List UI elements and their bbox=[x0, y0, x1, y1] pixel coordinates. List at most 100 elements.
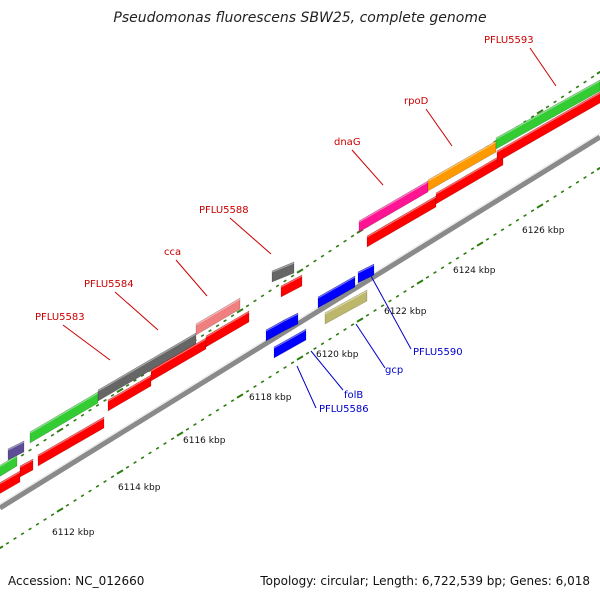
inner-tick-mark bbox=[230, 399, 235, 403]
gene-label-pflu5583[interactable]: PFLU5583 bbox=[35, 312, 85, 323]
gene-label-pflu5590[interactable]: PFLU5590 bbox=[413, 347, 463, 358]
outer-tick-mark bbox=[56, 427, 64, 433]
gene-purple-highlight bbox=[7, 441, 25, 451]
outer-tick-mark bbox=[560, 95, 565, 99]
inner-tick-mark bbox=[80, 494, 85, 498]
cds-red-10-highlight bbox=[496, 92, 600, 153]
inner-tick-mark bbox=[20, 532, 25, 536]
gene-label-pflu5586[interactable]: PFLU5586 bbox=[319, 404, 369, 415]
gene-label-cca[interactable]: cca bbox=[164, 247, 181, 258]
outer-tick-mark bbox=[116, 387, 124, 394]
gene-label-rpod[interactable]: rpoD bbox=[404, 96, 429, 107]
inner-tick-mark bbox=[245, 389, 250, 393]
cds-red-6 bbox=[205, 310, 250, 348]
inner-tick-mark bbox=[73, 499, 77, 502]
outer-tick-mark bbox=[28, 448, 32, 452]
outer-tick-mark bbox=[43, 438, 47, 442]
inner-tick-mark bbox=[65, 503, 70, 507]
outer-tick-mark bbox=[140, 373, 145, 377]
cds-red-4 bbox=[107, 374, 152, 412]
outer-tick-mark bbox=[236, 308, 244, 314]
scale-label-6112: 6112 kbp bbox=[52, 528, 95, 538]
inner-tick-mark bbox=[590, 171, 595, 175]
gene-gray-small bbox=[271, 261, 295, 283]
inner-tick-mark bbox=[140, 456, 145, 460]
inner-tick-mark bbox=[523, 214, 527, 217]
outer-tick-mark bbox=[596, 70, 600, 75]
inner-tick-mark bbox=[500, 228, 505, 232]
cds-red-2-highlight bbox=[19, 459, 34, 468]
gene-label-folb[interactable]: folB bbox=[344, 390, 363, 401]
inner-tick-mark bbox=[515, 218, 520, 222]
inner-tick-mark bbox=[290, 361, 295, 365]
inner-tick-mark bbox=[283, 366, 287, 369]
gene-magenta bbox=[358, 180, 429, 233]
gene-label-dnag[interactable]: dnaG bbox=[334, 137, 361, 148]
inner-tick-mark bbox=[440, 266, 445, 270]
inner-tick-mark bbox=[416, 279, 424, 285]
gene-green-left-highlight bbox=[0, 455, 18, 468]
scale-label-6122: 6122 kbp bbox=[384, 307, 427, 317]
inner-tick-mark bbox=[380, 304, 385, 308]
inner-tick-mark bbox=[56, 507, 64, 513]
inner-tick-mark bbox=[536, 203, 544, 209]
inner-tick-mark bbox=[388, 299, 392, 303]
inner-tick-mark bbox=[223, 404, 227, 407]
outer-tick-mark bbox=[95, 403, 100, 407]
cds-red-10 bbox=[496, 91, 600, 163]
gene-blue-2-highlight bbox=[283, 313, 299, 322]
inner-tick-mark bbox=[95, 484, 100, 488]
inner-tick-mark bbox=[260, 380, 265, 384]
gene-label-pflu5584[interactable]: PFLU5584 bbox=[84, 279, 134, 290]
inner-tick-mark bbox=[5, 541, 10, 545]
outer-tick-mark bbox=[350, 234, 355, 238]
cds-red-5-highlight bbox=[150, 338, 207, 372]
inner-tick-mark bbox=[43, 518, 47, 521]
outer-tick-mark bbox=[590, 75, 595, 79]
inner-tick-mark bbox=[170, 437, 175, 441]
inner-tick-mark bbox=[320, 342, 325, 346]
inner-tick-mark bbox=[163, 442, 167, 445]
label-leader-lines bbox=[62, 47, 557, 409]
scale-label-6126: 6126 kbp bbox=[522, 226, 565, 236]
outer-tick-mark bbox=[215, 324, 220, 328]
gene-green-right bbox=[495, 79, 600, 150]
gene-label-pflu5593[interactable]: PFLU5593 bbox=[484, 35, 534, 46]
gene-green-left bbox=[0, 454, 18, 477]
inner-tick-mark bbox=[110, 475, 115, 479]
inner-tick-mark bbox=[125, 465, 130, 469]
cds-red-8-highlight bbox=[366, 196, 437, 238]
inner-tick-mark bbox=[0, 545, 4, 550]
inner-tick-mark bbox=[268, 375, 272, 379]
leader-folb bbox=[310, 350, 344, 391]
outer-tick-mark bbox=[530, 115, 535, 119]
outer-tick-mark bbox=[253, 299, 257, 303]
accession-text: Accession: NC_012660 bbox=[8, 574, 145, 588]
inner-tick-mark bbox=[493, 233, 497, 236]
gene-blue-4 bbox=[317, 275, 356, 309]
scale-label-6114: 6114 kbp bbox=[118, 483, 161, 493]
inner-tick-mark bbox=[356, 317, 364, 323]
inner-tick-mark bbox=[133, 461, 137, 464]
outer-tick-mark bbox=[275, 284, 280, 288]
inner-tick-mark bbox=[410, 285, 415, 289]
tick-marks bbox=[0, 70, 600, 550]
inner-tick-mark bbox=[335, 332, 340, 336]
gene-features bbox=[0, 79, 600, 494]
outer-tick-mark bbox=[20, 453, 25, 457]
gene-green-2-highlight bbox=[29, 392, 99, 434]
outer-tick-mark bbox=[103, 398, 107, 402]
gene-label-gcp[interactable]: gcp bbox=[385, 365, 403, 376]
gene-label-pflu5588[interactable]: PFLU5588 bbox=[199, 205, 249, 216]
inner-tick-mark bbox=[395, 294, 400, 298]
inner-tick-mark bbox=[350, 323, 355, 327]
inner-tick-mark bbox=[403, 290, 407, 293]
outer-tick-mark bbox=[200, 334, 205, 338]
gene-blue-3-highlight bbox=[273, 329, 307, 349]
outer-tick-mark bbox=[223, 319, 227, 323]
cds-red-9 bbox=[435, 153, 504, 205]
inner-tick-mark bbox=[448, 261, 452, 265]
outer-tick-mark bbox=[523, 120, 527, 124]
